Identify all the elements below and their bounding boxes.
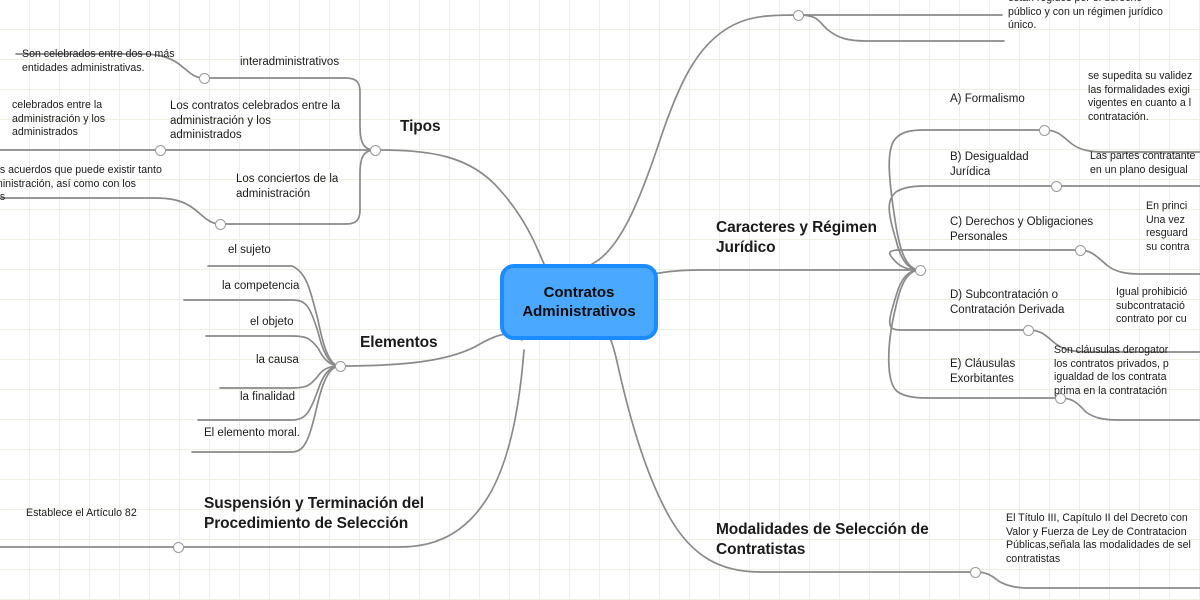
- branch-title-suspension[interactable]: Suspensión y Terminación del Procedimien…: [204, 495, 424, 532]
- leaf-conciertos-desc: os acuerdos que puede existir tanto mini…: [0, 164, 162, 204]
- node-label-desigualdad[interactable]: B) Desigualdad Jurídica: [950, 151, 1029, 178]
- node-marker-desigualdad[interactable]: [1050, 180, 1062, 192]
- edge-car-A: [888, 129, 1045, 271]
- edge-interadmin-leaf: [15, 53, 205, 79]
- edge-elementos-sujeto: [207, 265, 341, 367]
- node-label-derechos-obligaciones[interactable]: C) Derechos y Obligaciones Personales: [950, 216, 1094, 243]
- edge-root-tipos: [374, 149, 545, 265]
- edge-root-caracteres: [619, 269, 921, 293]
- leaf-modalidades-desc: El Título III, Capítulo II del Decreto c…: [1006, 512, 1191, 565]
- edge-elementos-finalidad: [197, 365, 341, 421]
- edge-elementos-competencia: [183, 299, 341, 367]
- node-marker-formalismo[interactable]: [1038, 124, 1050, 136]
- branch-title-tipos[interactable]: Tipos: [400, 118, 441, 135]
- edge-E-leaf: [1059, 397, 1200, 421]
- leaf-formalismo-desc: se supedita su validez las formalidades …: [1088, 70, 1193, 123]
- leaf-clausulas-desc: Son cláusulas derogator los contratos pr…: [1054, 344, 1169, 397]
- leaf-desigualdad-desc: Las partes contratante en un plano desig…: [1090, 150, 1196, 176]
- edge-car-D: [888, 269, 1029, 331]
- edge-tipos-conciertos: [219, 149, 376, 225]
- edge-elementos-moral: [191, 365, 341, 453]
- edge-def-leaf2: [797, 14, 1005, 42]
- node-label-el-objeto[interactable]: el objeto: [250, 316, 294, 328]
- edge-tipos-interadmin: [203, 77, 376, 151]
- edge-root-definicion: [591, 14, 799, 265]
- edge-conciertos-leaf: [0, 197, 221, 225]
- node-label-la-competencia[interactable]: la competencia: [222, 280, 300, 292]
- edge-car-C: [888, 249, 1081, 271]
- node-marker-modalidades[interactable]: [969, 566, 981, 578]
- branch-title-caracteres[interactable]: Caracteres y Régimen Jurídico: [716, 219, 877, 256]
- leaf-interadministrativos-desc: Son celebrados entre dos o más entidades…: [22, 48, 175, 74]
- node-label-formalismo[interactable]: A) Formalismo: [950, 93, 1025, 105]
- branch-title-elementos[interactable]: Elementos: [360, 334, 438, 351]
- node-marker-interadministrativos[interactable]: [198, 72, 210, 84]
- node-marker-definicion[interactable]: [792, 9, 804, 21]
- node-label-la-causa[interactable]: la causa: [256, 354, 299, 366]
- edge-D-leaf: [1027, 329, 1200, 353]
- edge-A-leaf: [1043, 129, 1200, 153]
- edge-C-leaf: [1079, 249, 1200, 275]
- node-marker-derechos[interactable]: [1074, 244, 1086, 256]
- edge-car-B: [888, 185, 1057, 271]
- edge-elementos-objeto: [205, 335, 341, 367]
- node-label-clausulas-exorbitantes[interactable]: E) Cláusulas Exorbitantes: [950, 358, 1016, 385]
- node-marker-celebrados[interactable]: [154, 144, 166, 156]
- node-label-interadministrativos[interactable]: interadministrativos: [240, 56, 340, 68]
- node-label-celebrados-administrados[interactable]: Los contratos celebrados entre la admini…: [170, 100, 341, 142]
- node-label-el-sujeto[interactable]: el sujeto: [228, 244, 271, 256]
- edge-root-modalidades: [601, 332, 976, 573]
- edge-modalidades-leaf: [974, 571, 1200, 589]
- leaf-celebrados-desc: celebrados entre la administración y los…: [12, 99, 106, 139]
- node-marker-suspension[interactable]: [172, 541, 184, 553]
- root-node[interactable]: Contratos Administrativos: [500, 264, 658, 340]
- node-marker-subcontratacion[interactable]: [1022, 324, 1034, 336]
- node-marker-clausulas[interactable]: [1054, 392, 1066, 404]
- node-marker-tipos[interactable]: [369, 144, 381, 156]
- node-label-subcontratacion[interactable]: D) Subcontratación o Contratación Deriva…: [950, 289, 1065, 316]
- node-label-la-finalidad[interactable]: la finalidad: [240, 391, 295, 403]
- leaf-derechos-desc: En princi Una vez resguard su contra: [1146, 200, 1190, 253]
- edge-root-suspension: [177, 349, 525, 548]
- node-label-conciertos[interactable]: Los conciertos de la administración: [236, 173, 339, 200]
- leaf-suspension-articulo82: Establece el Artículo 82: [26, 507, 137, 519]
- leaf-subcontratacion-desc: Igual prohibició subcontratació contrato…: [1116, 286, 1188, 326]
- edge-car-E: [887, 269, 1061, 399]
- edge-elementos-causa: [219, 365, 341, 389]
- node-marker-caracteres[interactable]: [914, 264, 926, 276]
- node-marker-elementos[interactable]: [334, 360, 346, 372]
- leaf-definicion-regimen: están regidos por el derecho público y c…: [1008, 0, 1163, 32]
- node-label-elemento-moral[interactable]: El elemento moral.: [204, 427, 300, 439]
- node-marker-conciertos[interactable]: [214, 218, 226, 230]
- branch-title-modalidades[interactable]: Modalidades de Selección de Contratistas: [716, 521, 929, 558]
